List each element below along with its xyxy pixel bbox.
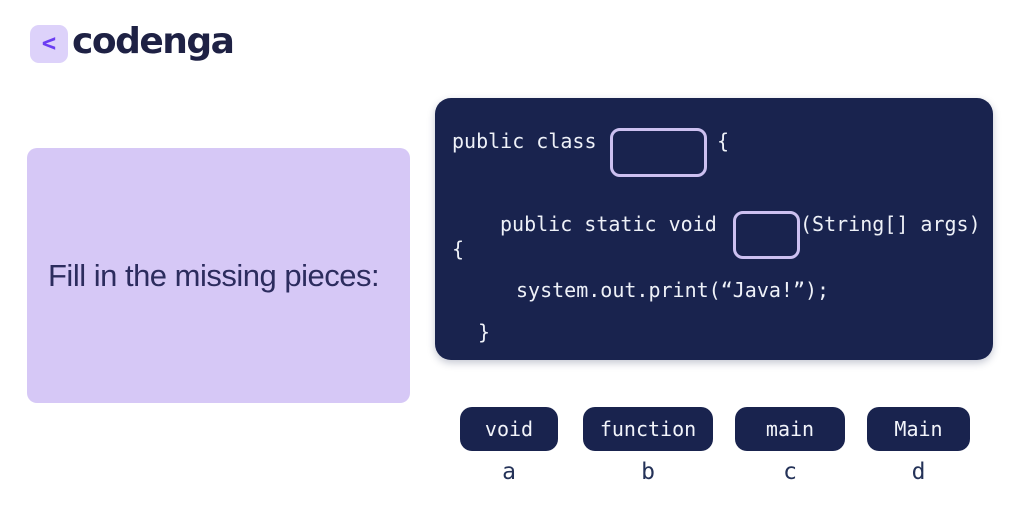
answer-button-main[interactable]: main	[735, 407, 845, 451]
answer-letter-b: b	[641, 459, 655, 485]
blank-slot-class-name[interactable]	[610, 128, 707, 177]
code-panel: public class { public static void (Strin…	[435, 98, 993, 360]
answer-button-void[interactable]: void	[460, 407, 558, 451]
code-line2-after-blank: (String[] args)	[800, 212, 981, 236]
logo-text: codenga	[72, 21, 235, 62]
answer-letter-c: c	[783, 459, 797, 485]
blank-slot-method-name[interactable]	[733, 211, 800, 259]
code-line5-close-brace: }	[478, 320, 491, 344]
code-line1-after-blank: {	[717, 129, 730, 153]
code-line1-before-blank: public class	[452, 129, 597, 153]
code-line4-print-statement: system.out.print(“Java!”);	[516, 278, 830, 302]
prompt-panel: Fill in the missing pieces:	[27, 148, 410, 403]
prompt-text: Fill in the missing pieces:	[48, 257, 380, 293]
answer-letter-d: d	[911, 459, 926, 485]
answer-letter-a: a	[502, 459, 516, 485]
chevron-left-icon: <	[41, 29, 57, 57]
code-line3-open-brace: {	[452, 237, 465, 261]
back-button[interactable]: <	[30, 25, 68, 63]
answer-button-function[interactable]: function	[583, 407, 713, 451]
answer-button-main-capital[interactable]: Main	[867, 407, 970, 451]
code-line2-before-blank: public static void	[500, 212, 717, 236]
